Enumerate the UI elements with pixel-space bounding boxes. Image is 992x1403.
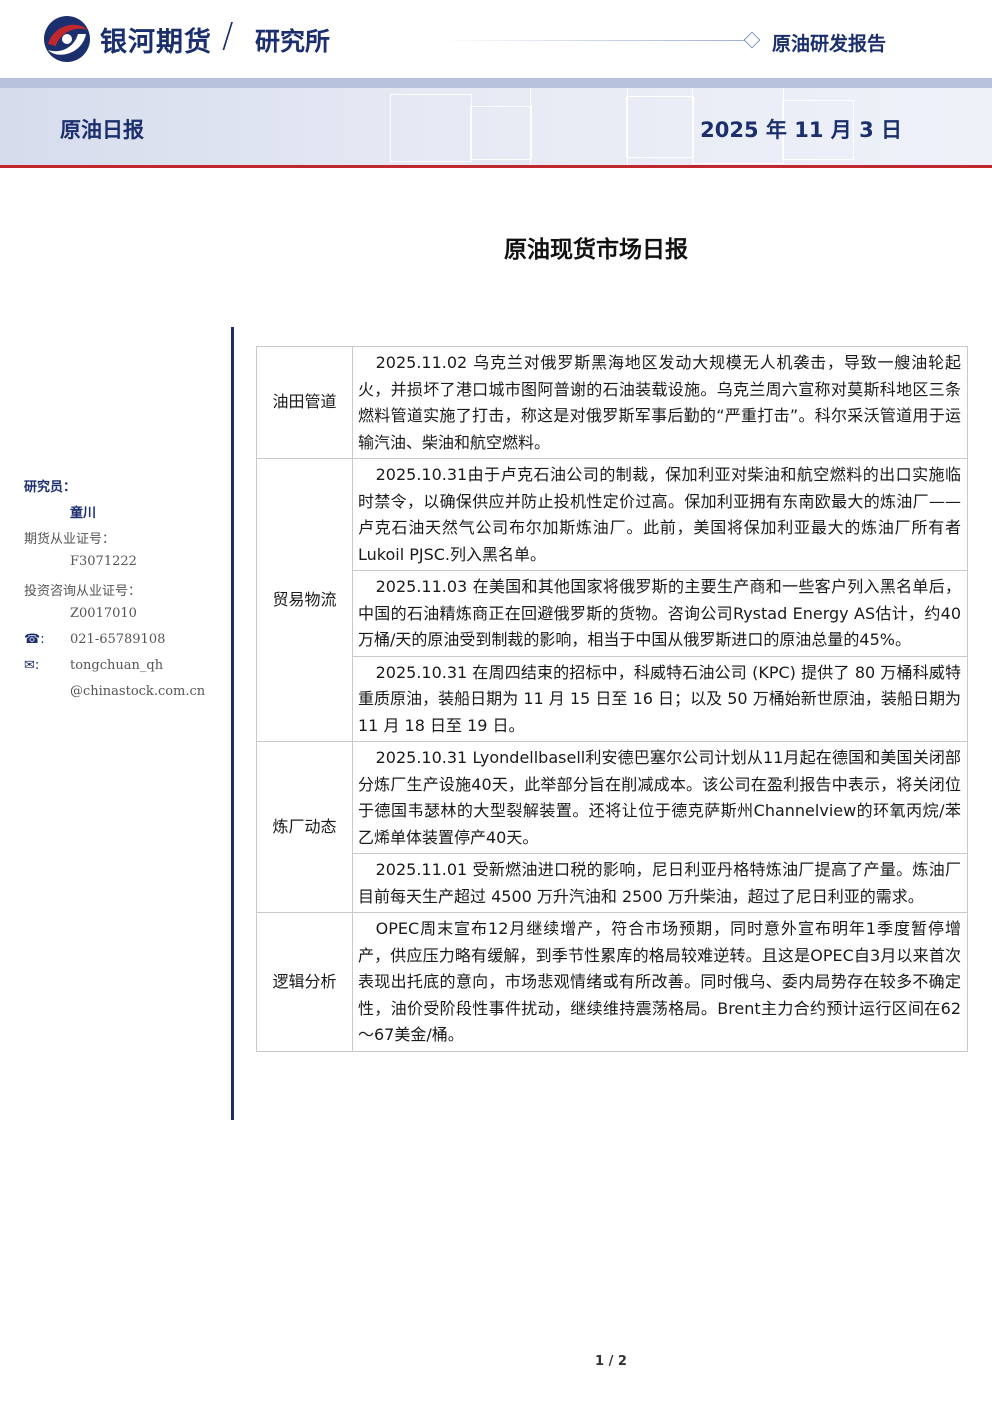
diamond-icon <box>743 31 761 49</box>
table-row: 贸易物流 2025.10.31由于卢克石油公司的制裁，保加利亚对柴油和航空燃料的… <box>256 458 968 742</box>
header-top-band: 银河期货 / 研究所 原油研发报告 <box>0 0 992 78</box>
futures-cert-label: 期货从业证号： <box>24 532 116 547</box>
report-type: 原油研发报告 <box>772 33 887 55</box>
decorative-rect <box>782 100 854 160</box>
daily-label: 原油日报 <box>60 118 144 142</box>
news-item: 2025.11.01 受新燃油进口税的影响，尼日利亚丹格特炼油厂提高了产量。炼油… <box>352 853 968 913</box>
decorative-rect <box>692 88 784 164</box>
table-row: 炼厂动态 2025.10.31 Lyondellbasell利安德巴塞尔公司计划… <box>256 741 968 913</box>
researcher-label: 研究员： <box>24 480 77 495</box>
news-item: 2025.10.31由于卢克石油公司的制裁，保加利亚对柴油和航空燃料的出口实施临… <box>352 458 968 571</box>
email-icon: ✉: <box>24 658 40 673</box>
header-red-rule <box>0 165 992 168</box>
news-item: 2025.11.02 乌克兰对俄罗斯黑海地区发动大规模无人机袭击，导致一艘油轮起… <box>352 346 968 459</box>
advisory-cert-number: Z0017010 <box>70 606 137 621</box>
table-row: 2025.10.31 在周四结束的招标中，科威特石油公司 (KPC) 提供了 8… <box>257 655 968 742</box>
category-cell: 炼厂动态 <box>256 741 353 913</box>
table-row: 2025.11.03 在美国和其他国家将俄罗斯的主要生产商和一些客户列入黑名单后… <box>257 570 968 657</box>
galaxy-swirl-logo-icon <box>44 16 90 62</box>
category-cell: 逻辑分析 <box>256 912 353 1052</box>
researcher-name: 童川 <box>70 506 97 521</box>
phone-number: 021-65789108 <box>70 632 166 647</box>
decorative-rect <box>530 88 628 165</box>
table-row: 2025.11.01 受新燃油进口税的影响，尼日利亚丹格特炼油厂提高了产量。炼油… <box>257 853 968 913</box>
department-name: 研究所 <box>255 27 331 56</box>
category-cell: 贸易物流 <box>256 458 353 742</box>
advisory-cert-label: 投资咨询从业证号： <box>24 584 142 599</box>
news-item: 2025.11.03 在美国和其他国家将俄罗斯的主要生产商和一些客户列入黑名单后… <box>352 570 968 657</box>
news-item: OPEC周末宣布12月继续增产，符合市场预期，同时意外宣布明年1季度暂停增产，供… <box>352 912 968 1052</box>
page-number: 1 / 2 <box>595 1354 627 1369</box>
category-cell: 油田管道 <box>256 346 353 459</box>
news-table: 油田管道 2025.11.02 乌克兰对俄罗斯黑海地区发动大规模无人机袭击，导致… <box>256 346 968 1052</box>
news-item: 2025.10.31 Lyondellbasell利安德巴塞尔公司计划从11月起… <box>352 741 968 854</box>
decorative-rect <box>470 106 532 160</box>
futures-cert-number: F3071222 <box>70 554 137 569</box>
brand-slash: / <box>222 16 234 56</box>
vertical-divider <box>231 327 234 1120</box>
page-title: 原油现货市场日报 <box>504 237 688 263</box>
phone-icon: ☎: <box>24 632 45 647</box>
email-line-2: @chinastock.com.cn <box>70 684 206 699</box>
table-row: 油田管道 2025.11.02 乌克兰对俄罗斯黑海地区发动大规模无人机袭击，导致… <box>256 346 968 459</box>
brand-name: 银河期货 <box>100 27 212 58</box>
email-line-1: tongchuan_qh <box>70 658 164 673</box>
header-stripe <box>0 78 992 88</box>
decorative-line <box>440 40 748 41</box>
report-date: 2025 年 11 月 3 日 <box>700 118 902 142</box>
news-item: 2025.10.31 在周四结束的招标中，科威特石油公司 (KPC) 提供了 8… <box>352 655 968 742</box>
header-sub-band <box>0 88 992 165</box>
decorative-rect <box>626 96 694 158</box>
decorative-rect <box>390 94 472 162</box>
table-row: 逻辑分析 OPEC周末宣布12月继续增产，符合市场预期，同时意外宣布明年1季度暂… <box>256 912 968 1052</box>
